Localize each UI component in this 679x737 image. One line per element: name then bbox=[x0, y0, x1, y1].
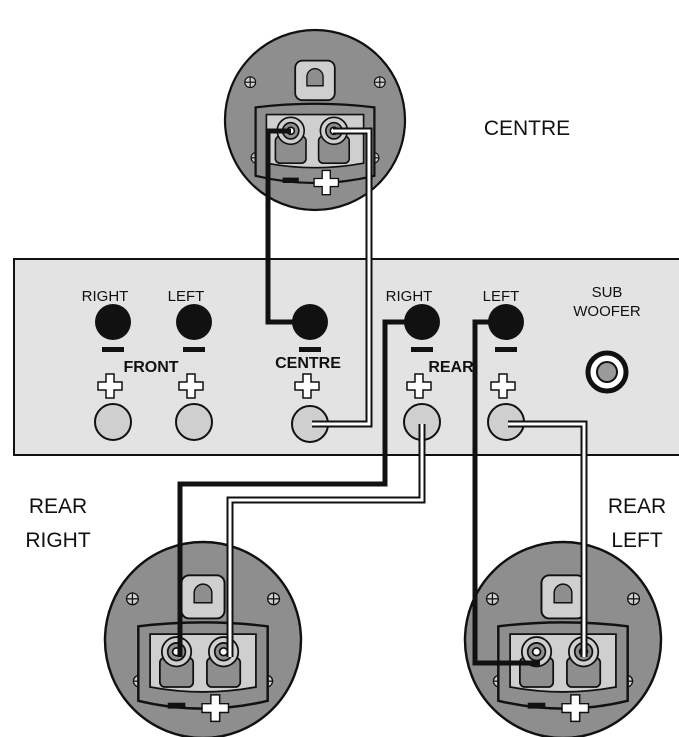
rear-group-label: REAR bbox=[428, 359, 474, 376]
plus-icon bbox=[406, 373, 432, 399]
rear-right-label-line1: REAR bbox=[29, 495, 87, 518]
plus-icon bbox=[490, 373, 516, 399]
minus-icon bbox=[299, 347, 321, 352]
front-right-negative-terminal[interactable] bbox=[95, 304, 131, 340]
minus-icon bbox=[495, 347, 517, 352]
plus-icons bbox=[97, 373, 516, 399]
front-right-label: RIGHT bbox=[82, 288, 129, 305]
rear-right-label: RIGHT bbox=[386, 288, 433, 305]
rear-left-label: LEFT bbox=[483, 288, 520, 305]
rear-right-negative-terminal[interactable] bbox=[404, 304, 440, 340]
rear-left-speaker bbox=[463, 540, 663, 737]
rear-right-speaker bbox=[103, 540, 303, 737]
front-group-label: FRONT bbox=[123, 359, 178, 376]
minus-icon bbox=[411, 347, 433, 352]
rear-right-negative-wire bbox=[177, 319, 412, 657]
front-left-negative-terminal[interactable] bbox=[176, 304, 212, 340]
minus-icon bbox=[183, 347, 205, 352]
rear-left-label-line1: REAR bbox=[608, 495, 666, 518]
minus-icon bbox=[102, 347, 124, 352]
centre-speaker bbox=[223, 28, 407, 212]
centre-positive-wire bbox=[312, 127, 373, 428]
subwoofer-jack[interactable] bbox=[585, 350, 629, 394]
rear-left-negative-wire bbox=[472, 319, 540, 666]
front-left-positive-terminal[interactable] bbox=[175, 403, 213, 441]
front-right-positive-terminal[interactable] bbox=[94, 403, 132, 441]
plus-icon bbox=[294, 373, 320, 399]
centre-negative-terminal[interactable] bbox=[292, 304, 328, 340]
plus-icon bbox=[178, 373, 204, 399]
front-left-label: LEFT bbox=[168, 288, 205, 305]
plus-icon bbox=[97, 373, 123, 399]
rear-right-label-line2: RIGHT bbox=[25, 529, 91, 552]
sub-label-1: SUB bbox=[592, 284, 623, 301]
centre-speaker-label: CENTRE bbox=[484, 117, 570, 140]
rear-left-positive-wire bbox=[508, 420, 588, 657]
sub-label-2: WOOFER bbox=[573, 303, 641, 320]
centre-negative-wire bbox=[265, 128, 300, 325]
rear-left-label-line2: LEFT bbox=[611, 529, 663, 552]
rear-right-positive-wire bbox=[226, 424, 426, 657]
rear-left-negative-terminal[interactable] bbox=[488, 304, 524, 340]
centre-group-label: CENTRE bbox=[275, 355, 341, 372]
